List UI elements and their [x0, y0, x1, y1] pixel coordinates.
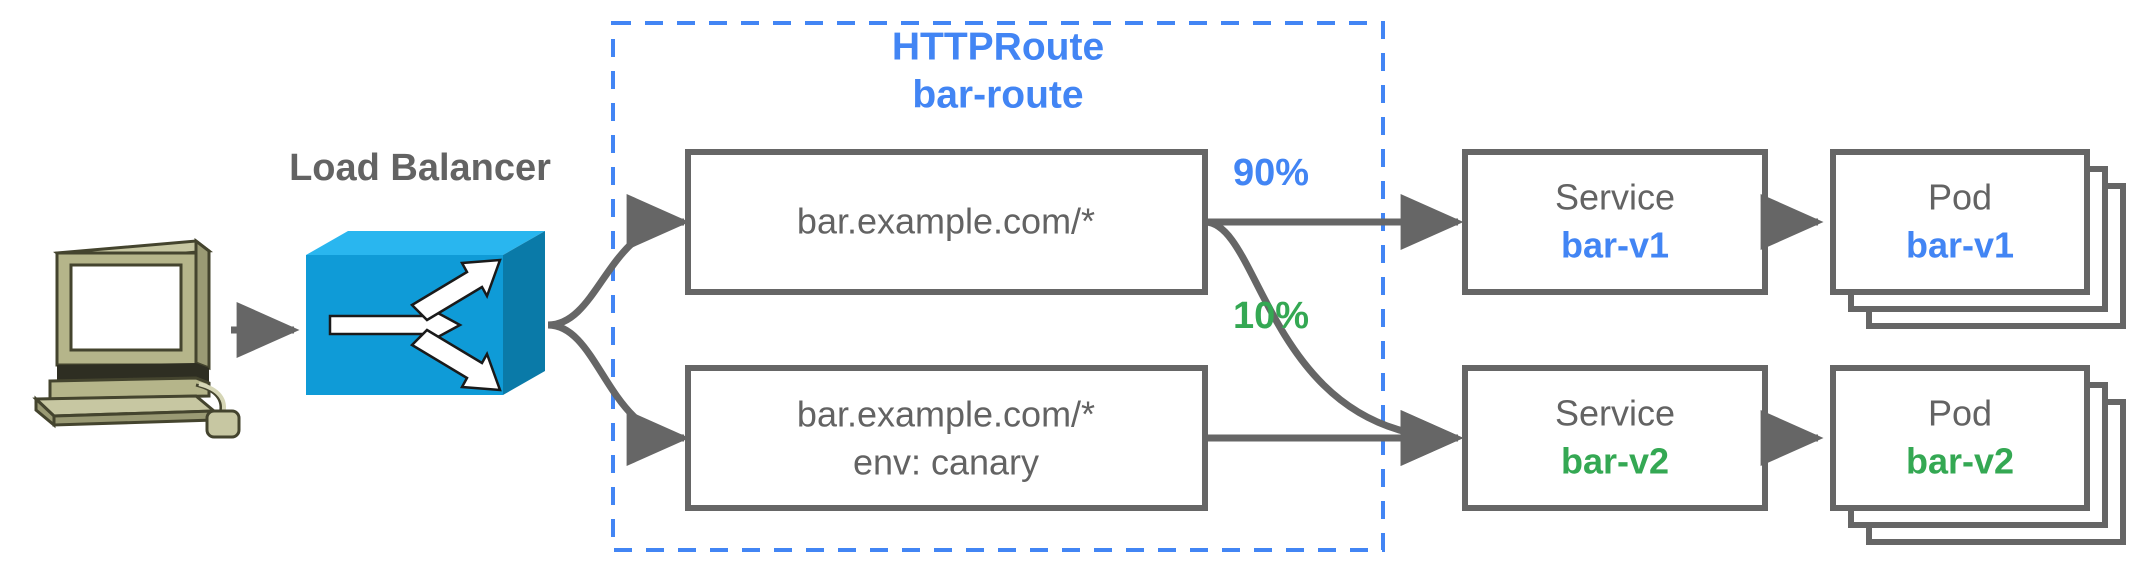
pod-v2-replica-1	[1830, 365, 2090, 511]
connector-loadbalancer-to-routes	[547, 194, 690, 466]
pod-stack-bar-v1[interactable]: Pod bar-v1	[1830, 149, 2126, 329]
pod-v2-name: bar-v2	[1906, 441, 2014, 482]
service-box-bar-v2[interactable]: Service bar-v2	[1462, 365, 1768, 511]
service-v1-kind: Service	[1555, 177, 1675, 218]
httproute-kind-label: HTTPRoute	[892, 25, 1104, 68]
service-v1-name: bar-v1	[1561, 225, 1669, 266]
route-match-canary-line1: bar.example.com/*	[797, 394, 1095, 435]
load-balancer-label: Load Balancer	[289, 147, 551, 189]
route-match-box-primary[interactable]: bar.example.com/*	[685, 149, 1208, 295]
route-match-canary-line2: env: canary	[853, 442, 1039, 483]
pod-v2-kind: Pod	[1928, 393, 1992, 434]
service-v2-name: bar-v2	[1561, 441, 1669, 482]
pod-v1-kind: Pod	[1928, 177, 1992, 218]
connector-route-primary-to-service-v2	[1204, 218, 1464, 466]
desktop-computer-icon	[32, 237, 241, 439]
httproute-group-boundary	[611, 21, 1385, 552]
service-v2-kind: Service	[1555, 393, 1675, 434]
pod-v1-replica-1	[1830, 149, 2090, 295]
route-match-box-canary[interactable]: bar.example.com/* env: canary	[685, 365, 1208, 511]
pod-v1-name: bar-v1	[1906, 225, 2014, 266]
httproute-name-label: bar-route	[912, 73, 1083, 116]
service-box-bar-v1[interactable]: Service bar-v1	[1462, 149, 1768, 295]
network-switch-icon	[306, 231, 545, 395]
route-match-primary-line1: bar.example.com/*	[797, 201, 1095, 242]
weight-label-90: 90%	[1233, 152, 1309, 194]
pod-stack-bar-v2[interactable]: Pod bar-v2	[1830, 365, 2126, 545]
weight-label-10: 10%	[1233, 295, 1309, 337]
